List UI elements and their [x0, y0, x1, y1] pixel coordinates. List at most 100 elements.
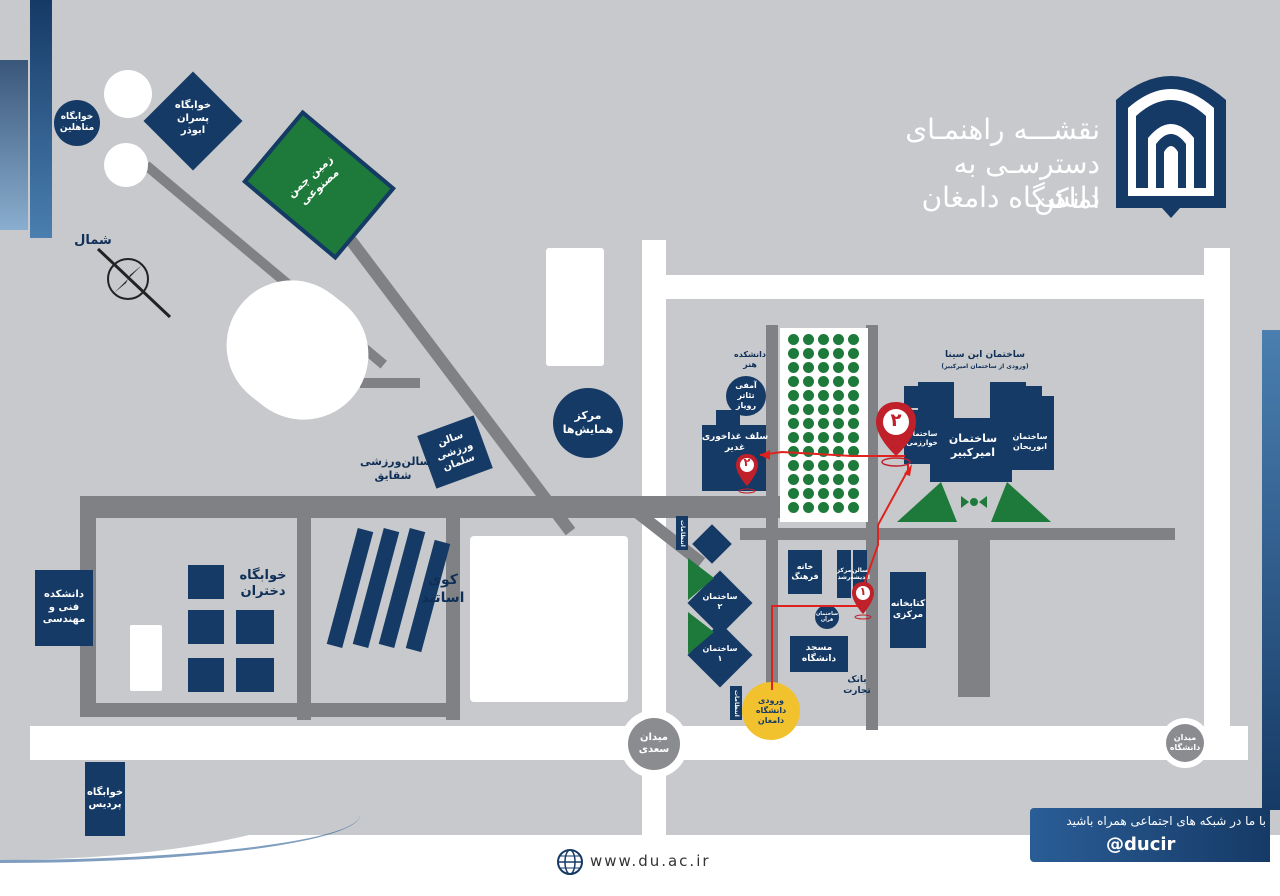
building2-label: ساختمان ۲ — [702, 592, 738, 611]
right-accent-bar — [1262, 330, 1280, 810]
quran-sign: ساختمان قرآن — [815, 605, 839, 629]
girls-dorm-block-3 — [236, 610, 274, 644]
tree-icon — [788, 390, 799, 401]
university-logo-icon — [1116, 76, 1226, 218]
tree-icon — [848, 348, 859, 359]
tree-icon — [818, 418, 829, 429]
tree-icon — [788, 488, 799, 499]
tree-icon — [803, 418, 814, 429]
culture-house: خانه فرهنگ — [788, 550, 822, 594]
tree-grid — [786, 332, 864, 518]
ghadir-cafeteria-label: سلف غذاخوری غدیر — [701, 432, 769, 454]
white-block-center — [470, 536, 628, 702]
tree-icon — [833, 418, 844, 429]
pardis-dorm: خوابگاه پردیس — [85, 762, 125, 836]
growth-center: مرکز رشد — [837, 550, 851, 598]
social-handle[interactable]: @ducir — [1106, 834, 1176, 855]
tree-icon — [848, 502, 859, 513]
tree-icon — [818, 334, 829, 345]
social-box — [1030, 808, 1270, 862]
girls-dorm-block-5 — [236, 658, 274, 692]
tree-icon — [788, 432, 799, 443]
road-grey-campus-v1 — [766, 325, 778, 730]
tree-icon — [818, 348, 829, 359]
tree-icon — [818, 474, 829, 485]
tree-icon — [833, 376, 844, 387]
tree-icon — [848, 362, 859, 373]
left-accent-bar-2 — [0, 60, 28, 230]
tree-icon — [833, 348, 844, 359]
tree-icon — [788, 474, 799, 485]
white-circle-2 — [104, 143, 148, 187]
green-wedges-west — [688, 558, 714, 654]
tree-icon — [788, 348, 799, 359]
tree-icon — [848, 488, 859, 499]
left-accent-bar — [30, 0, 52, 238]
road-top-horizontal — [666, 275, 1221, 299]
tree-icon — [803, 362, 814, 373]
tree-icon — [833, 502, 844, 513]
tree-icon — [818, 404, 829, 415]
tree-icon — [833, 446, 844, 457]
marker-3-label: ۲ — [743, 456, 751, 469]
green-landscape — [897, 482, 1051, 522]
security-post-2: انتظامات — [730, 686, 742, 720]
tree-icon — [803, 432, 814, 443]
tree-icon — [803, 474, 814, 485]
tree-icon — [788, 446, 799, 457]
road-grey-loop-bottom — [80, 703, 460, 717]
tree-icon — [818, 446, 829, 457]
road-grey-connector — [360, 378, 420, 388]
north-label: شمال — [74, 233, 112, 248]
amirkabir-label: ساختمان امیرکبیر — [948, 432, 998, 459]
white-circle-1 — [104, 70, 152, 118]
kharazmi-label: ساختمان خوارزمی — [906, 430, 938, 447]
tree-icon — [848, 404, 859, 415]
tree-icon — [788, 502, 799, 513]
tree-icon — [848, 460, 859, 471]
girls-dorm-block-4 — [188, 658, 224, 692]
road-grey-campus-h — [740, 528, 1175, 540]
amirkabir-complex-top-l — [904, 386, 924, 408]
conference-center: مرکز همایش‌ها — [553, 388, 623, 458]
road-grey-mid-v — [297, 510, 311, 720]
tree-icon — [833, 404, 844, 415]
tree-icon — [788, 376, 799, 387]
faculty-housing-label: کوی اساتید — [421, 572, 465, 606]
tree-icon — [788, 334, 799, 345]
tree-icon — [788, 362, 799, 373]
marker-2-label: ۲ — [890, 410, 902, 431]
tree-icon — [818, 460, 829, 471]
tree-icon — [788, 418, 799, 429]
engineering-faculty: دانشکده فنی و مهندسی — [35, 570, 93, 646]
ibn-sina-note: (ورودی از ساختمان امیرکبیر) — [941, 363, 1029, 370]
map-pin-icon-3 — [736, 454, 758, 494]
website-url[interactable]: www.du.ac.ir — [590, 852, 711, 870]
tree-icon — [788, 460, 799, 471]
tree-icon — [803, 334, 814, 345]
tree-icon — [803, 502, 814, 513]
tree-icon — [818, 432, 829, 443]
road-grey-campus-v3 — [958, 535, 990, 697]
tree-icon — [848, 418, 859, 429]
tree-icon — [848, 474, 859, 485]
tree-icon — [848, 334, 859, 345]
abureyhan-label: ساختمان ابوریحان — [1012, 432, 1048, 451]
tree-icon — [818, 488, 829, 499]
map-pin-icon-2 — [876, 402, 916, 467]
girls-dorm-label: خوابگاه دختران — [239, 568, 287, 600]
university-entrance: ورودی دانشگاه دامغان — [742, 682, 800, 740]
mosque: مسجد دانشگاه — [790, 636, 848, 672]
tree-icon — [803, 390, 814, 401]
married-dorm: خوابگاه متاهلین — [54, 100, 100, 146]
abureyhan-shape — [1008, 396, 1054, 470]
road-grey-campus-v2 — [866, 325, 878, 730]
tree-icon — [803, 404, 814, 415]
amirkabir-complex-main — [930, 418, 1012, 482]
art-faculty: دانشکده هنر — [734, 350, 766, 369]
white-block-top — [546, 248, 604, 366]
tree-icon — [803, 446, 814, 457]
globe-icon — [557, 849, 583, 875]
central-library: کتابخانه مرکزی — [890, 572, 926, 648]
road-vertical-east — [1204, 248, 1230, 738]
